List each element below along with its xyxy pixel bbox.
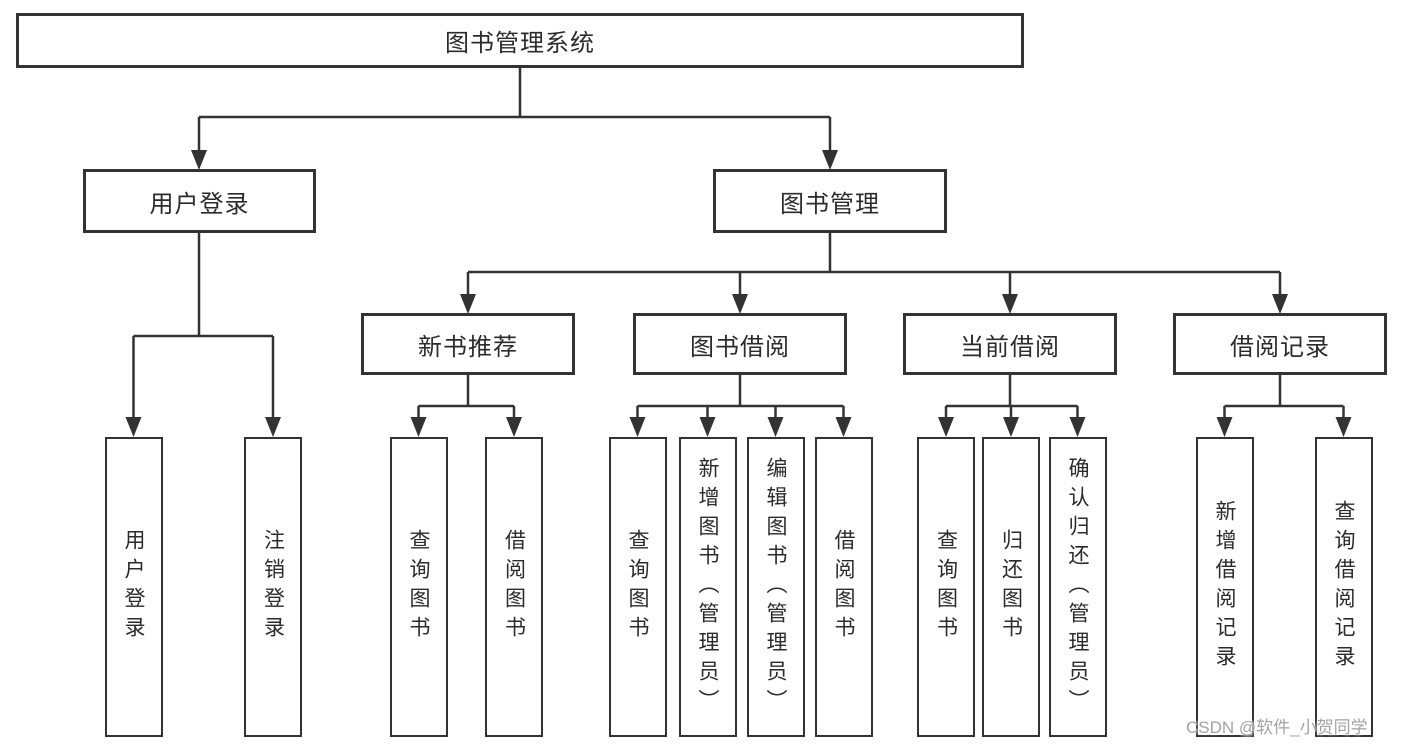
arrowheads bbox=[125, 150, 1352, 437]
node-label: 图书借阅 bbox=[690, 333, 790, 361]
node-label: 用户登录 bbox=[149, 190, 250, 218]
leaf-label: 注销登录 bbox=[261, 529, 285, 645]
node-current-borrow: 当前借阅 bbox=[903, 313, 1117, 375]
leaf-label: 确认归还（管理员） bbox=[1066, 456, 1089, 718]
leaf-borrow-books-borrow: 借阅图书 bbox=[814, 437, 873, 737]
node-label: 当前借阅 bbox=[960, 333, 1060, 361]
leaf-return-books: 归还图书 bbox=[982, 437, 1040, 737]
leaf-label: 归还图书 bbox=[999, 529, 1023, 645]
node-label: 新书推荐 bbox=[418, 333, 518, 361]
node-new-book-recommend: 新书推荐 bbox=[361, 313, 575, 375]
node-label: 图书管理 bbox=[780, 190, 880, 218]
leaf-user-login: 用户登录 bbox=[104, 437, 163, 737]
leaf-label: 查询借阅记录 bbox=[1332, 500, 1355, 674]
leaf-label: 新增图书（管理员） bbox=[696, 456, 719, 718]
watermark: CSDN @软件_小贺同学 bbox=[1186, 718, 1368, 737]
leaf-confirm-return-admin: 确认归还（管理员） bbox=[1048, 437, 1107, 737]
node-label: 借阅记录 bbox=[1230, 333, 1330, 361]
node-label: 图书管理系统 bbox=[445, 30, 595, 57]
leaf-label: 查询图书 bbox=[407, 529, 430, 645]
leaf-query-books-recommend: 查询图书 bbox=[389, 437, 448, 737]
leaf-borrow-books-recommend: 借阅图书 bbox=[485, 437, 543, 737]
leaf-label: 新增借阅记录 bbox=[1213, 500, 1236, 674]
node-borrow-records: 借阅记录 bbox=[1173, 313, 1387, 375]
leaf-label: 查询图书 bbox=[626, 529, 649, 645]
leaf-query-books-current: 查询图书 bbox=[917, 437, 975, 737]
node-root-system: 图书管理系统 bbox=[16, 13, 1024, 68]
node-book-management: 图书管理 bbox=[713, 169, 947, 233]
node-user-login: 用户登录 bbox=[83, 169, 316, 233]
leaf-label: 借阅图书 bbox=[832, 529, 855, 645]
leaf-edit-book-admin: 编辑图书（管理员） bbox=[746, 437, 805, 737]
leaf-add-borrow-record: 新增借阅记录 bbox=[1195, 437, 1254, 737]
leaf-label: 编辑图书（管理员） bbox=[764, 456, 787, 718]
leaf-label: 用户登录 bbox=[122, 529, 145, 645]
leaf-query-books-borrow: 查询图书 bbox=[608, 437, 667, 737]
leaf-label: 查询图书 bbox=[934, 529, 958, 645]
leaf-logout-login: 注销登录 bbox=[244, 437, 302, 737]
leaf-label: 借阅图书 bbox=[502, 529, 526, 645]
leaf-query-borrow-record: 查询借阅记录 bbox=[1314, 437, 1373, 737]
leaf-add-book-admin: 新增图书（管理员） bbox=[678, 437, 737, 737]
node-book-borrow: 图书借阅 bbox=[633, 313, 847, 375]
